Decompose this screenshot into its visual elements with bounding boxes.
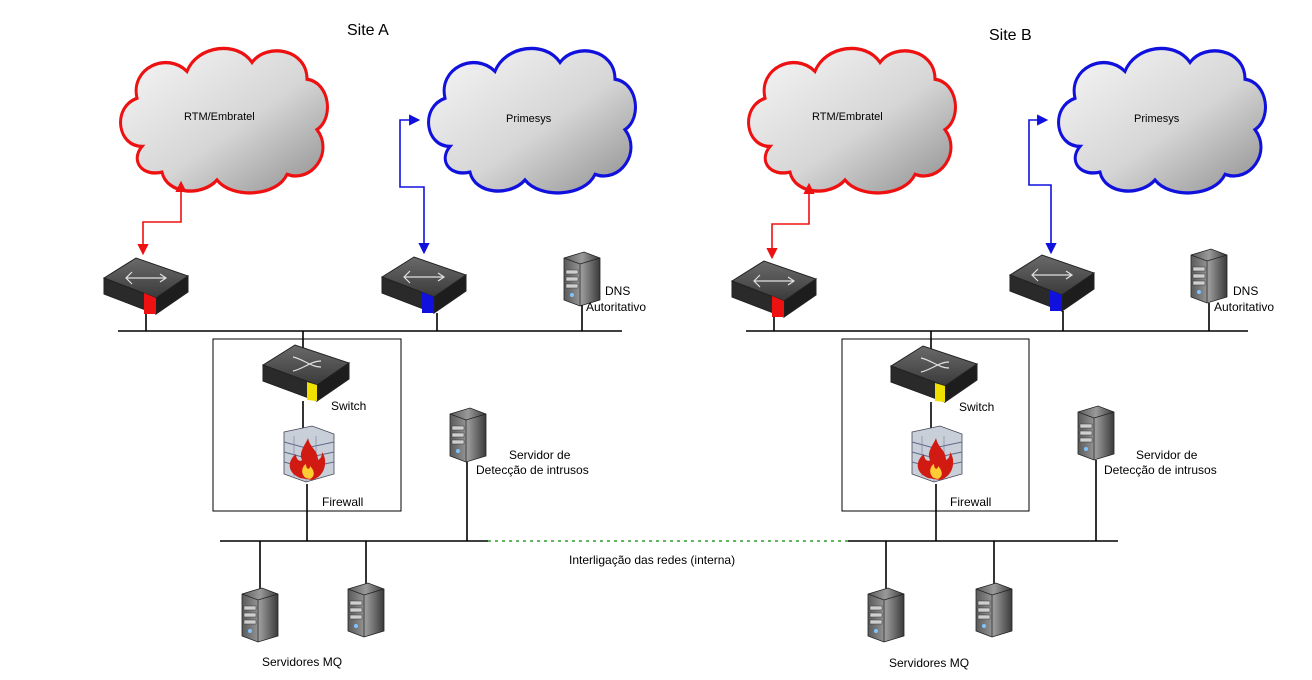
switch-label: Switch bbox=[331, 399, 366, 413]
bottom-bus bbox=[848, 460, 1118, 590]
site-a: Site A RTM/Embratel Primesys bbox=[102, 22, 646, 669]
site-title: Site B bbox=[989, 27, 1032, 44]
switch-icon bbox=[261, 344, 351, 402]
router-icon bbox=[1008, 254, 1096, 312]
interconnect-label: Interligação das redes (interna) bbox=[569, 553, 735, 567]
top-bus bbox=[746, 303, 1248, 357]
server-icon bbox=[867, 587, 905, 643]
router-icon bbox=[102, 257, 190, 315]
firewall-label: Firewall bbox=[950, 495, 991, 509]
server-icon bbox=[563, 251, 601, 307]
server-icon bbox=[449, 407, 487, 463]
firewall-icon bbox=[283, 425, 335, 483]
server-icon bbox=[1077, 405, 1115, 461]
cloud-label: Primesys bbox=[1134, 113, 1180, 125]
mq-label: Servidores MQ bbox=[262, 655, 342, 669]
switch-icon bbox=[889, 345, 979, 403]
red-link bbox=[137, 180, 187, 256]
server-icon bbox=[241, 587, 279, 643]
red-link bbox=[766, 182, 815, 260]
cloud-label: Primesys bbox=[506, 113, 552, 125]
server-icon bbox=[347, 582, 385, 638]
router-icon bbox=[380, 256, 468, 314]
dns-label-line2: Autoritativo bbox=[586, 300, 646, 314]
ids-label-line1: Servidor de bbox=[1136, 448, 1198, 462]
dns-label-line1: DNS bbox=[605, 284, 630, 298]
server-icon bbox=[975, 582, 1013, 638]
ids-label-line1: Servidor de bbox=[509, 448, 571, 462]
mq-label: Servidores MQ bbox=[889, 656, 969, 670]
dns-label-line2: Autoritativo bbox=[1214, 300, 1274, 314]
server-icon bbox=[1190, 248, 1228, 304]
ids-label-line2: Detecção de intrusos bbox=[476, 463, 589, 477]
site-b: Site B RTM/Embratel Primesys bbox=[730, 27, 1274, 670]
blue-link bbox=[1028, 114, 1057, 255]
site-title: Site A bbox=[347, 22, 389, 39]
blue-link bbox=[399, 114, 430, 255]
cloud-label: RTM/Embratel bbox=[812, 111, 883, 123]
dns-label-line1: DNS bbox=[1233, 284, 1258, 298]
top-bus bbox=[118, 305, 622, 357]
switch-label: Switch bbox=[959, 400, 994, 414]
cloud-label: RTM/Embratel bbox=[184, 111, 255, 123]
firewall-icon bbox=[911, 425, 963, 483]
bottom-bus bbox=[220, 462, 488, 590]
ids-label-line2: Detecção de intrusos bbox=[1104, 463, 1217, 477]
firewall-label: Firewall bbox=[322, 495, 363, 509]
router-icon bbox=[730, 260, 818, 318]
